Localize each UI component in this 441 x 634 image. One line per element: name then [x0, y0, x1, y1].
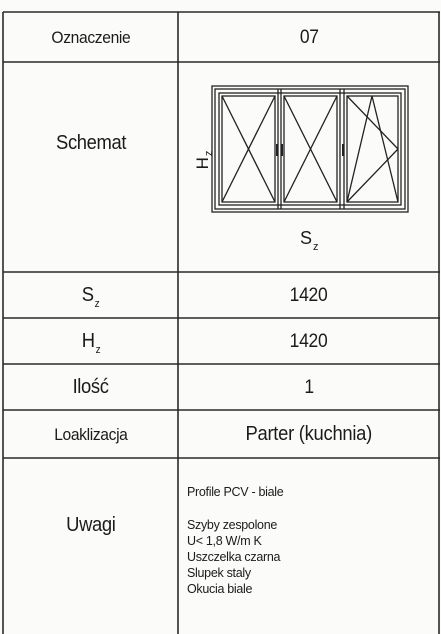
- ilosc-value: 1: [304, 376, 314, 398]
- hz-value: 1420: [290, 330, 328, 352]
- hz-label-letter: H: [81, 330, 95, 352]
- schemat-s-sub: z: [313, 241, 319, 253]
- ilosc-label: Ilość: [73, 376, 109, 398]
- uwagi-label-cell: Uwagi: [4, 500, 178, 550]
- oznaczenie-value: 07: [299, 26, 319, 48]
- note-hardware: Okucia biale: [187, 582, 253, 596]
- schemat-h-letter: H: [193, 157, 212, 170]
- note-mullion: Slupek staly: [187, 566, 251, 580]
- hz-label-cell: Hz: [4, 319, 178, 364]
- sz-label-sub: z: [95, 298, 100, 310]
- note-glass: Szyby zespolone: [187, 518, 278, 532]
- uwagi-label: Uwagi: [66, 513, 116, 536]
- ilosc-value-cell: 1: [179, 365, 439, 410]
- lokalizacja-label: Loaklizacja: [54, 424, 128, 444]
- lokalizacja-label-cell: Loaklizacja: [4, 411, 178, 458]
- oznaczenie-label: Oznaczenie: [51, 27, 131, 47]
- sz-label-cell: Sz: [4, 273, 178, 318]
- width-dimension-label: Sz: [300, 228, 319, 253]
- schemat-s-letter: S: [300, 228, 313, 248]
- hz-label: Hz: [81, 330, 101, 356]
- schemat-h-sub: z: [203, 150, 215, 157]
- ilosc-label-cell: Ilość: [4, 365, 178, 410]
- sz-label: Sz: [82, 284, 100, 310]
- lokalizacja-value-cell: Parter (kuchnia): [179, 411, 439, 458]
- sz-label-letter: S: [82, 284, 95, 306]
- window-schematic: [211, 85, 409, 213]
- schemat-label: Schemat: [55, 131, 127, 154]
- note-u-value: U< 1,8 W/m K: [187, 534, 262, 548]
- uwagi-notes: Profile PCV - biale Szyby zespolone U< 1…: [187, 484, 437, 597]
- lokalizacja-value: Parter (kuchnia): [245, 423, 373, 445]
- schemat-label-cell: Schemat: [4, 63, 178, 223]
- oznaczenie-value-cell: 07: [179, 13, 439, 62]
- sz-value: 1420: [290, 284, 328, 306]
- note-profile: Profile PCV - biale: [187, 485, 284, 499]
- oznaczenie-label-cell: Oznaczenie: [4, 13, 178, 62]
- note-gasket: Uszczelka czarna: [187, 550, 281, 564]
- hz-label-sub: z: [95, 344, 101, 356]
- hz-value-cell: 1420: [179, 319, 439, 364]
- sz-value-cell: 1420: [179, 273, 439, 318]
